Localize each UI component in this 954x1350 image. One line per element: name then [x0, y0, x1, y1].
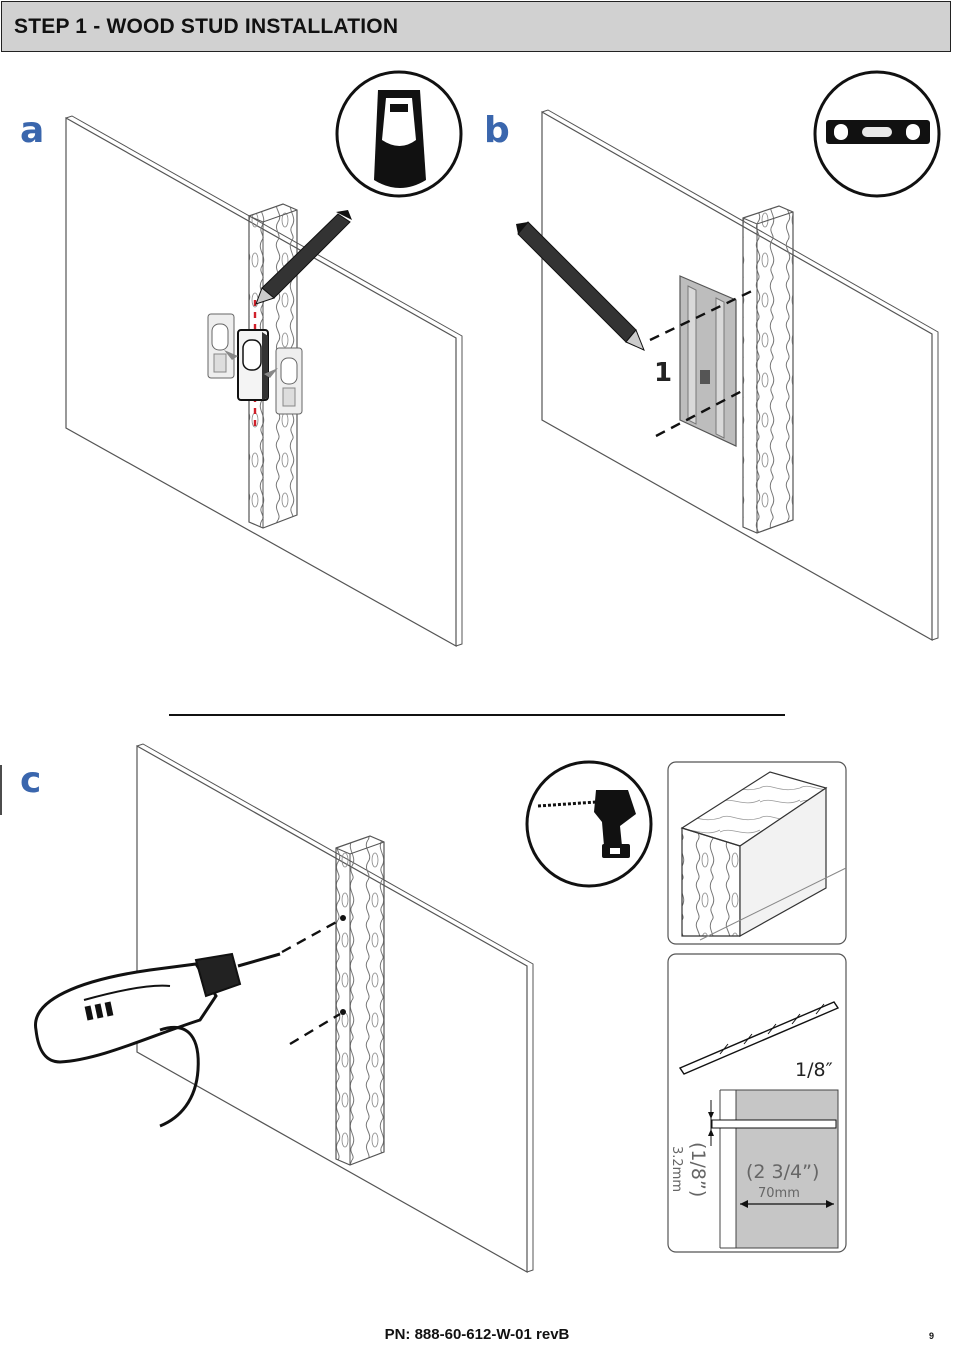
bit-size-metric: 3.2mm — [669, 1146, 684, 1192]
panel-a-illustration — [65, 70, 463, 648]
drill-path-top — [281, 918, 341, 954]
level-tool-icon — [813, 70, 941, 198]
drill-depth-metric: 70mm — [758, 1186, 800, 1201]
stud-c — [335, 835, 385, 1166]
pencil-icon — [516, 221, 645, 351]
bit-size-imperial: (1/8”) — [687, 1142, 709, 1197]
step-header: STEP 1 - WOOD STUD INSTALLATION — [1, 1, 951, 52]
stud-b — [742, 205, 794, 534]
stud-finder-tool-icon — [335, 70, 463, 198]
stud-finder-center — [237, 329, 269, 401]
step-title: STEP 1 - WOOD STUD INSTALLATION — [14, 15, 399, 38]
drill-bit-size-label: 1/8″ — [795, 1059, 833, 1081]
panel-label-a: a — [20, 110, 45, 151]
stud-finder-left — [207, 313, 235, 379]
drill-bit-icon — [678, 1001, 840, 1075]
part-number: PN: 888-60-612-W-01 revB — [384, 1326, 570, 1343]
callout-number: 1 — [654, 358, 672, 388]
panel-c-illustration — [34, 743, 847, 1274]
power-drill-icon — [34, 952, 281, 1128]
panel-b-illustration: 1 — [516, 70, 941, 642]
drill-path-bottom — [289, 1012, 341, 1046]
level-mark-top — [649, 288, 755, 342]
page-number: 9 — [929, 1331, 935, 1341]
arrow-right-icon — [224, 350, 238, 360]
drill-depth-imperial: (2 3/4”) — [746, 1161, 819, 1183]
panel-label-c: c — [20, 760, 42, 801]
drill-tool-icon — [525, 760, 653, 888]
drill-bit-detail-box — [667, 953, 847, 1253]
stud-detail-box — [667, 761, 847, 945]
pencil-icon — [255, 210, 352, 305]
arrow-left-icon — [264, 368, 278, 378]
panel-label-b: b — [484, 110, 510, 151]
stud-finder-right — [275, 347, 303, 415]
